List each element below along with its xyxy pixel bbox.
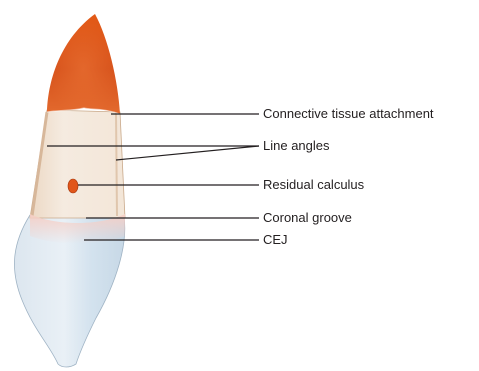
label-coronal-groove: Coronal groove	[263, 210, 352, 225]
label-connective-tissue-attachment: Connective tissue attachment	[263, 106, 434, 121]
label-residual-calculus: Residual calculus	[263, 177, 365, 192]
leader-line-angle-right	[116, 146, 259, 160]
residual-calculus	[68, 179, 78, 193]
label-cej: CEJ	[263, 232, 288, 247]
line-angle-right	[116, 112, 117, 216]
label-line-angles: Line angles	[263, 138, 330, 153]
